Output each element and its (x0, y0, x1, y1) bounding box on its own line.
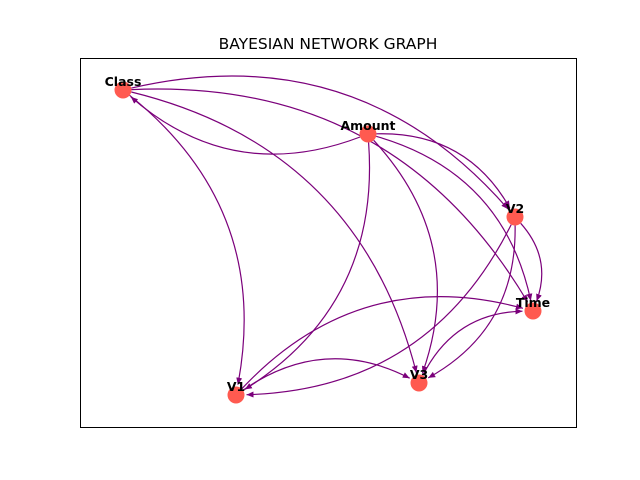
node-label-class: Class (105, 74, 142, 89)
edge-class-to-v2 (131, 75, 509, 210)
edge-v2-to-v1 (246, 224, 512, 398)
edge-v3-to-time (422, 308, 523, 376)
edge-v1-to-time (241, 296, 524, 390)
edge-amount-to-v3 (373, 139, 438, 374)
node-label-v1: V1 (227, 379, 245, 394)
nodes-layer (114, 81, 542, 404)
edge-class-to-time (131, 88, 529, 303)
edge-class-to-v3 (131, 91, 418, 373)
edge-v1-to-v3 (242, 358, 410, 391)
node-v3 (410, 374, 428, 392)
node-label-amount: Amount (340, 118, 395, 133)
graph-title: BAYESIAN NETWORK GRAPH (219, 35, 438, 53)
edge-v2-to-v3 (427, 225, 516, 379)
plot-frame (80, 58, 577, 428)
node-time (524, 302, 542, 320)
node-v2 (506, 208, 524, 226)
node-label-v3: V3 (410, 367, 428, 382)
node-class (114, 81, 132, 99)
edge-amount-to-v2 (376, 133, 511, 209)
node-label-v2: V2 (506, 201, 524, 216)
node-v1 (227, 386, 245, 404)
edge-class-to-v1 (129, 94, 245, 385)
edge-amount-to-class (130, 96, 361, 155)
edge-amount-to-v1 (244, 142, 371, 390)
node-label-time: Time (516, 295, 550, 310)
edges-layer (129, 75, 543, 398)
node-amount (359, 125, 377, 143)
edge-v2-to-time (520, 222, 543, 302)
edge-amount-to-time (376, 135, 533, 301)
